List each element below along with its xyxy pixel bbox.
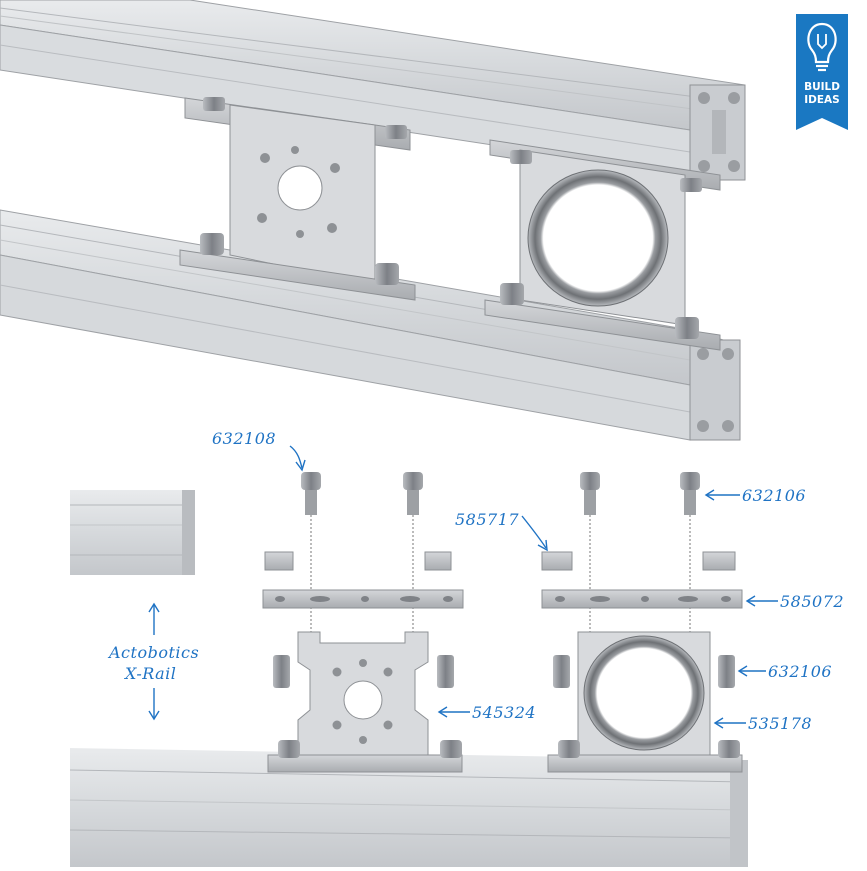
- arrow-585072-head: [745, 595, 756, 607]
- screw-632106-side-1: [553, 655, 570, 688]
- t-nut-left-1: [264, 551, 294, 571]
- x-rail-section-left: [70, 490, 195, 575]
- exploded-view: [69, 445, 778, 867]
- bearing-block-535178: [577, 631, 711, 756]
- label-xrail-line1: Actobotics: [109, 643, 200, 662]
- motor-mount-block-assembled: [179, 97, 416, 301]
- label-535178: 535178: [748, 714, 813, 733]
- base-plate-right: [547, 754, 743, 773]
- flat-bracket-left: [262, 589, 464, 609]
- label-585072: 585072: [780, 592, 845, 611]
- base-screw-right-2: [718, 740, 740, 758]
- arrow-585717-head: [537, 539, 548, 552]
- left-stack: [262, 472, 464, 773]
- screw-632106-left-block-2: [437, 655, 454, 688]
- arrow-632108: [289, 445, 303, 469]
- screw-632106-left-block-1: [273, 655, 290, 688]
- x-rail-base: [69, 748, 748, 867]
- label-xrail-line2: X-Rail: [125, 664, 177, 683]
- label-632108: 632108: [212, 429, 277, 448]
- x-rail-top: [0, 0, 746, 181]
- label-585717: 585717: [455, 510, 520, 529]
- screw-632106-right-1: [580, 472, 600, 515]
- label-632106-side: 632106: [768, 662, 833, 681]
- arrow-585717: [521, 515, 547, 549]
- arrow-632106-side-head: [737, 665, 748, 677]
- screw-632108-right: [403, 472, 423, 515]
- screw-632108-left: [301, 472, 321, 515]
- base-plate-left: [267, 754, 463, 773]
- screw-632106-side-2: [718, 655, 735, 688]
- arrow-632108-head: [295, 459, 306, 472]
- t-nut-585717-2: [702, 551, 736, 571]
- t-nut-left-2: [424, 551, 452, 571]
- motor-mount-block-545324: [297, 631, 429, 756]
- flat-bracket-585072: [541, 589, 743, 609]
- build-ideas-badge-label: BUILD IDEAS: [796, 14, 848, 130]
- badge-line-2: IDEAS: [804, 94, 840, 106]
- build-ideas-badge: [796, 14, 848, 130]
- screw-632106-right-2: [680, 472, 700, 515]
- arrow-xrail-down-head: [148, 710, 160, 721]
- assembled-view: [0, 0, 746, 441]
- bearing-block-assembled: [484, 139, 721, 351]
- base-screw-left-2: [440, 740, 462, 758]
- arrow-632106-top-head: [704, 489, 715, 501]
- arrow-545324-head: [437, 706, 448, 718]
- label-632106-top: 632106: [742, 486, 807, 505]
- callout-arrows: [148, 445, 778, 729]
- arrow-xrail-up-head: [148, 602, 160, 613]
- badge-line-1: BUILD: [804, 81, 840, 93]
- t-nut-585717-1: [541, 551, 573, 571]
- base-screw-right-1: [558, 740, 580, 758]
- arrow-535178-head: [713, 717, 724, 729]
- lightbulb-wrench-icon: [807, 22, 837, 72]
- label-545324: 545324: [472, 703, 537, 722]
- base-screw-left-1: [278, 740, 300, 758]
- right-stack: [541, 472, 743, 773]
